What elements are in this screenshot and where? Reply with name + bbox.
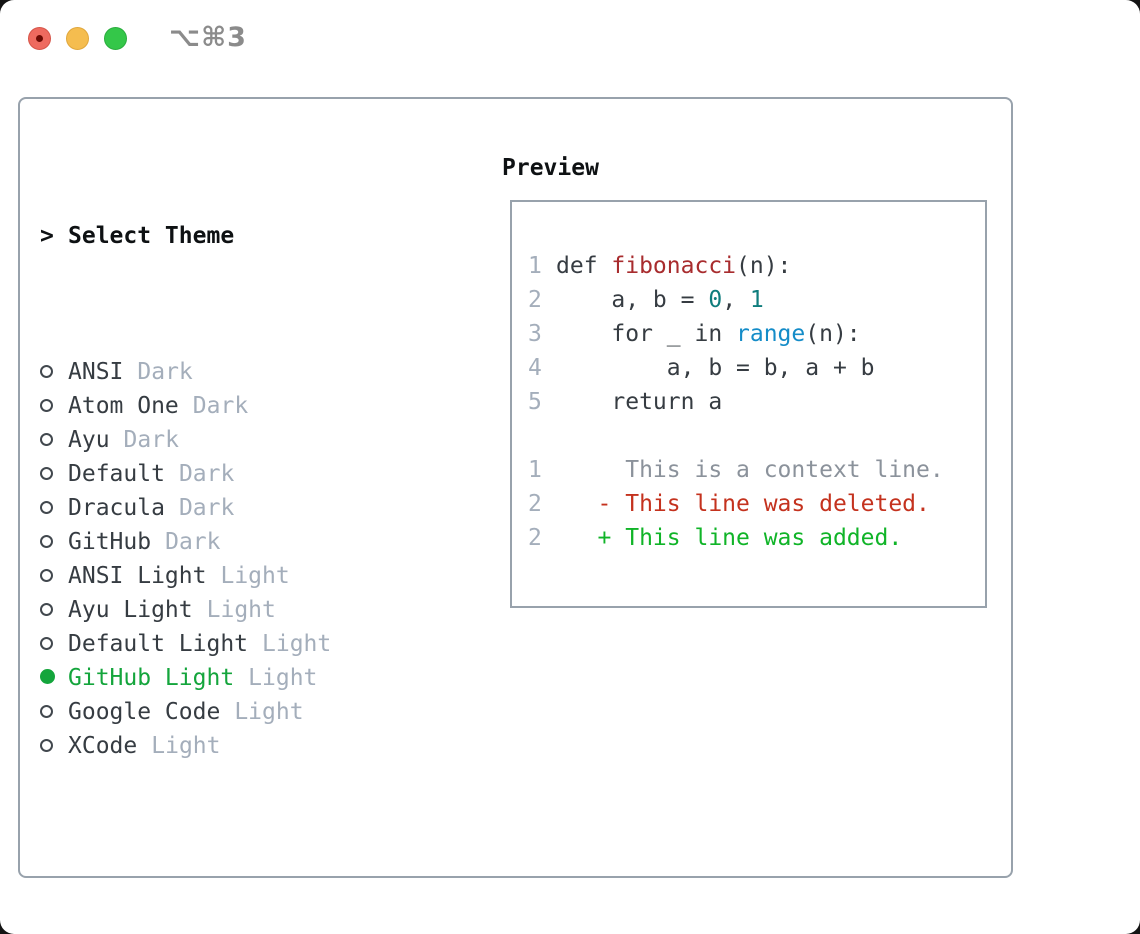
- theme-variant-tag: Dark: [123, 427, 179, 453]
- radio-icon: [40, 423, 68, 457]
- theme-variant-tag: Light: [220, 563, 290, 589]
- code-token-num: 1: [749, 287, 764, 313]
- window-title: ⌥⌘3: [169, 22, 247, 53]
- code-token-del: - This line was deleted.: [556, 491, 930, 517]
- line-number: 2: [528, 525, 542, 551]
- theme-name: GitHub Light: [68, 665, 235, 691]
- select-theme-header: > Select Theme: [40, 219, 490, 253]
- code-token-num: 0: [708, 287, 723, 313]
- theme-variant-tag: Light: [262, 631, 332, 657]
- code-line: 5 return a: [528, 385, 985, 419]
- code-token-add: + This line was added.: [556, 525, 903, 551]
- theme-option-default[interactable]: Default Dark: [40, 457, 490, 491]
- theme-option-xcode[interactable]: XCode Light: [40, 729, 490, 763]
- cursor-prefix-icon: >: [40, 223, 54, 249]
- code-line: 1 This is a context line.: [528, 453, 985, 487]
- line-number: 2: [528, 491, 542, 517]
- radio-icon: [40, 525, 68, 559]
- code-token-code: ,: [722, 287, 750, 313]
- theme-variant-tag: Dark: [137, 359, 193, 385]
- theme-option-ansi[interactable]: ANSI Dark: [40, 355, 490, 389]
- theme-option-github-light[interactable]: GitHub Light Light: [40, 661, 490, 695]
- line-number: 1: [528, 457, 542, 483]
- radio-icon: [40, 729, 68, 763]
- code-token-code: (n):: [805, 321, 861, 347]
- radio-icon: [40, 627, 68, 661]
- code-line-blank: [528, 419, 985, 453]
- theme-name: ANSI Light: [68, 563, 207, 589]
- theme-variant-tag: Dark: [178, 495, 235, 521]
- code-line: 2 - This line was deleted.: [528, 487, 985, 521]
- theme-name: Dracula: [68, 495, 165, 521]
- zoom-button[interactable]: [104, 27, 127, 50]
- theme-name: Ayu Light: [68, 597, 193, 623]
- code-token-code: return a: [556, 389, 723, 415]
- radio-icon: [40, 695, 68, 729]
- theme-name: ANSI: [68, 359, 124, 385]
- theme-option-default-light[interactable]: Default Light Light: [40, 627, 490, 661]
- spacer: [40, 865, 490, 899]
- preview-header: Preview: [502, 155, 599, 181]
- code-line: 2 a, b = 0, 1: [528, 283, 985, 317]
- theme-variant-tag: Dark: [178, 461, 235, 487]
- select-theme-header-label: Select Theme: [68, 223, 235, 249]
- minimize-button[interactable]: [66, 27, 89, 50]
- close-button[interactable]: [28, 27, 51, 50]
- theme-option-atom-one[interactable]: Atom One Dark: [40, 389, 490, 423]
- theme-variant-tag: Dark: [192, 393, 249, 419]
- theme-option-google-code[interactable]: Google Code Light: [40, 695, 490, 729]
- line-number: 5: [528, 389, 542, 415]
- theme-name: XCode: [68, 733, 138, 759]
- theme-option-github[interactable]: GitHub Dark: [40, 525, 490, 559]
- radio-icon: [40, 593, 68, 627]
- code-token-code: a, b =: [556, 287, 709, 313]
- code-token-code: for _ in: [556, 321, 737, 347]
- code-token-func: fibonacci: [611, 253, 737, 279]
- code-line: 1 def fibonacci(n):: [528, 249, 985, 283]
- code-token-code: (n):: [736, 253, 792, 279]
- theme-name: Google Code: [68, 699, 221, 725]
- radio-icon: [40, 355, 68, 389]
- theme-name: Default: [68, 461, 165, 487]
- theme-name: Ayu: [68, 427, 110, 453]
- radio-selected-icon: [40, 661, 68, 695]
- code-line: 4 a, b = b, a + b: [528, 351, 985, 385]
- code-line: 3 for _ in range(n):: [528, 317, 985, 351]
- code-token-code: a, b = b, a + b: [556, 355, 875, 381]
- line-number: 4: [528, 355, 542, 381]
- radio-icon: [40, 389, 68, 423]
- code-token-builtin: range: [736, 321, 806, 347]
- theme-option-dracula[interactable]: Dracula Dark: [40, 491, 490, 525]
- theme-variant-tag: Light: [151, 733, 221, 759]
- radio-icon: [40, 457, 68, 491]
- radio-icon: [40, 559, 68, 593]
- theme-name: Default Light: [68, 631, 249, 657]
- theme-variant-tag: Light: [248, 665, 318, 691]
- theme-option-ansi-light[interactable]: ANSI Light Light: [40, 559, 490, 593]
- code-token-code: def: [556, 253, 612, 279]
- line-number: 1: [528, 253, 542, 279]
- theme-variant-tag: Dark: [165, 529, 221, 555]
- theme-option-ayu[interactable]: Ayu Dark: [40, 423, 490, 457]
- code-token-ctx: This is a context line.: [556, 457, 944, 483]
- line-number: 3: [528, 321, 542, 347]
- theme-variant-tag: Light: [206, 597, 276, 623]
- code-line: 2 + This line was added.: [528, 521, 985, 555]
- theme-name: GitHub: [68, 529, 152, 555]
- line-number: 2: [528, 287, 542, 313]
- theme-option-ayu-light[interactable]: Ayu Light Light: [40, 593, 490, 627]
- theme-name: Atom One: [68, 393, 179, 419]
- window-titlebar: ⌥⌘3: [0, 0, 1140, 75]
- theme-variant-tag: Light: [234, 699, 304, 725]
- radio-icon: [40, 491, 68, 525]
